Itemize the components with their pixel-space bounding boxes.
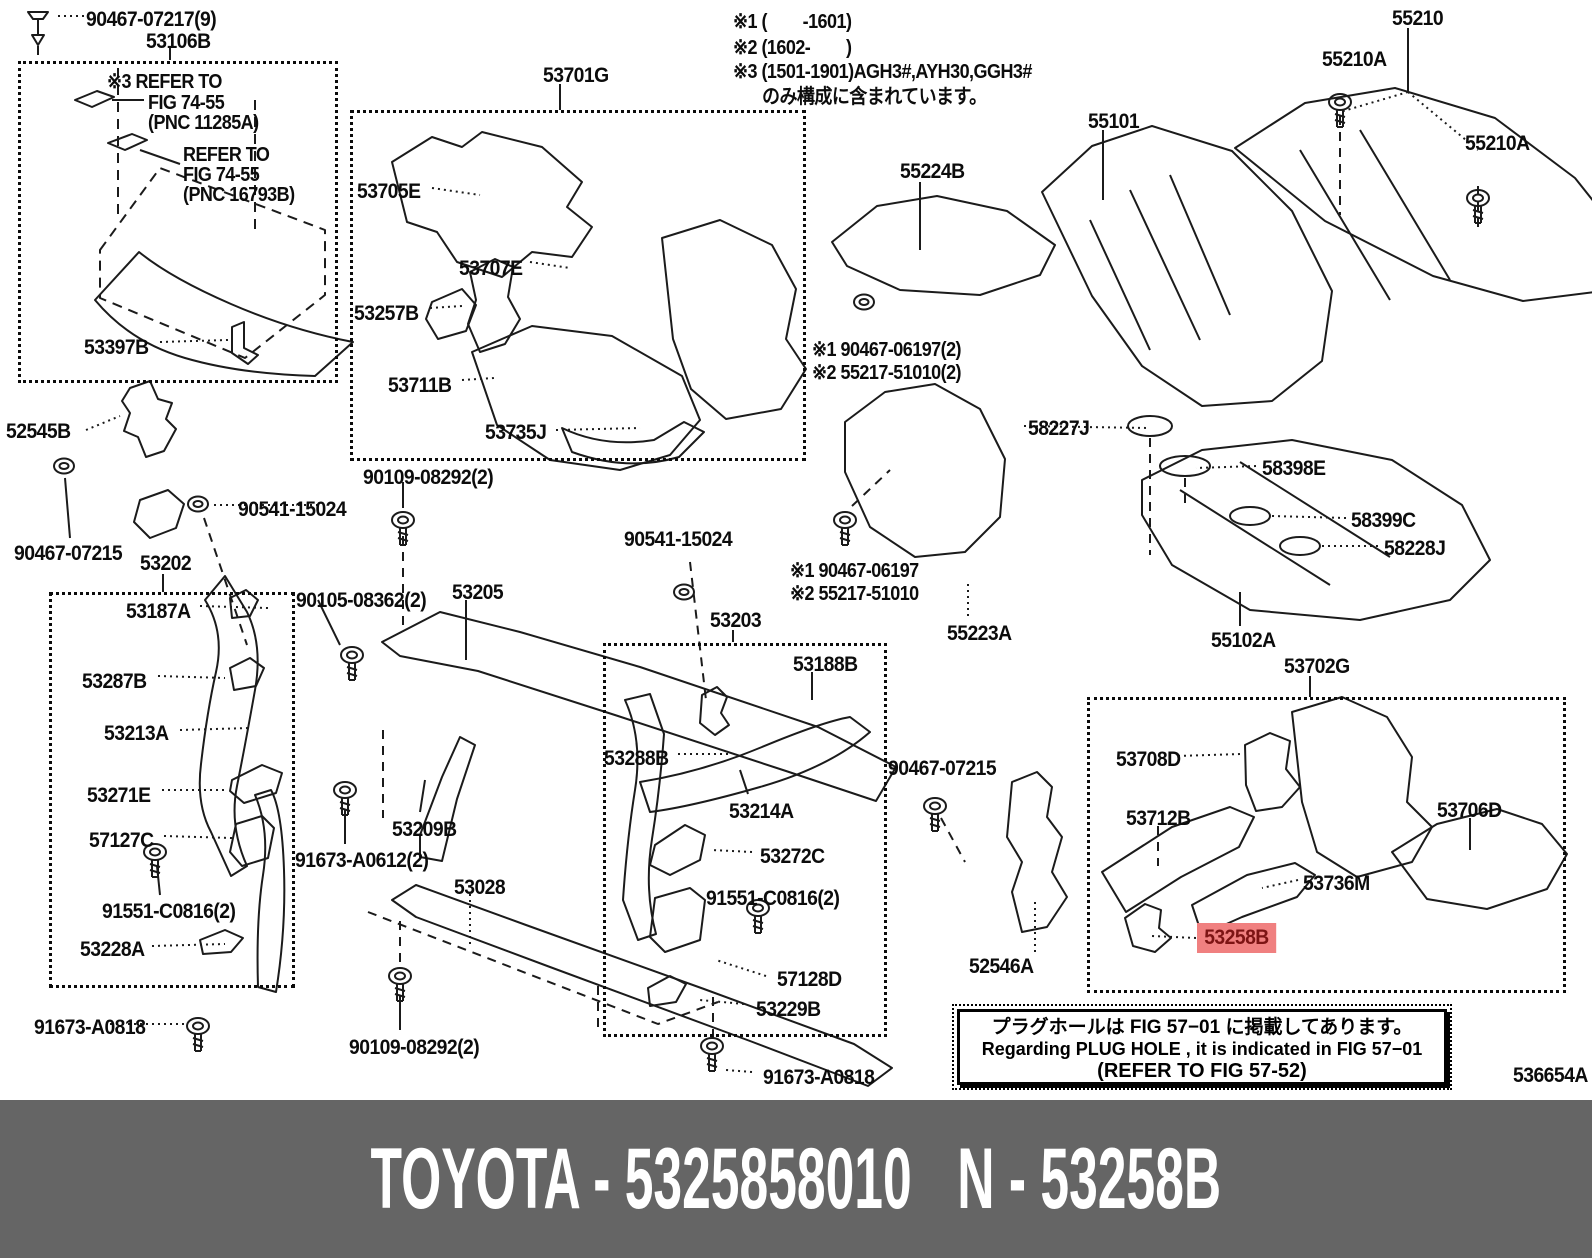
part-label: 53202	[140, 551, 192, 575]
footer-ref-code: N - 53258B	[957, 1130, 1222, 1227]
part-label: 53205	[452, 580, 504, 604]
part-label: 53028	[454, 875, 506, 899]
part-label: 53702G	[1284, 654, 1350, 678]
part-label: 53228A	[80, 937, 145, 961]
part-label: 53257B	[354, 301, 419, 325]
part-label: 52546A	[969, 954, 1034, 978]
part-label: 53188B	[793, 652, 858, 676]
part-label: 53705E	[357, 179, 421, 203]
part-label: 53288B	[604, 746, 669, 770]
part-label: 90467-07215	[888, 756, 997, 780]
part-label: 53701G	[543, 63, 609, 87]
plug-note-jp: プラグホールは FIG 57−01 に掲載してあります。	[991, 1016, 1413, 1038]
note-label: ※2 (1602- )	[733, 37, 852, 59]
note-label: (PNC 16793B)	[183, 184, 295, 206]
sketch-radiator-support	[74, 68, 354, 377]
part-label: 52545B	[6, 419, 71, 443]
part-label: 53271E	[87, 783, 151, 807]
part-label: 55102A	[1211, 628, 1276, 652]
sketch-dash-panel-and-cowl	[831, 87, 1592, 621]
part-label: 55101	[1088, 109, 1140, 133]
callout-lines	[64, 28, 1471, 1030]
note-label: ※3 REFER TO	[107, 71, 222, 93]
part-label: 53708D	[1116, 747, 1181, 771]
note-label: ※1 90467-06197(2)	[812, 339, 962, 361]
part-label: 53272C	[760, 844, 825, 868]
part-label: 91673-A0818	[34, 1015, 146, 1039]
plug-hole-note-inner: プラグホールは FIG 57−01 に掲載してあります。 Regarding P…	[957, 1009, 1447, 1085]
part-label: 53735J	[485, 420, 547, 444]
plug-note-ref: (REFER TO FIG 57-52)	[1097, 1059, 1307, 1082]
note-label: ※1 ( -1601)	[733, 11, 852, 33]
part-label: 53229B	[756, 997, 821, 1021]
part-label: 53707E	[459, 256, 523, 280]
part-label: 57127C	[89, 828, 154, 852]
part-label: 91673-A0612(2)	[295, 848, 429, 872]
part-label: 58399C	[1351, 508, 1416, 532]
part-label: 90105-08362(2)	[296, 588, 427, 612]
group-box-53701G	[350, 110, 806, 461]
note-label: FIG 74-55	[148, 92, 225, 114]
part-label: 53106B	[146, 29, 211, 53]
plug-note-en: Regarding PLUG HOLE , it is indicated in…	[981, 1038, 1423, 1059]
part-label: 53736M	[1303, 871, 1370, 895]
part-label: 91551-C0816(2)	[706, 886, 840, 910]
part-label: 91673-A0818	[763, 1065, 875, 1089]
part-label: 55210A	[1465, 131, 1530, 155]
part-label: 53712B	[1126, 806, 1191, 830]
sketch-brace	[1006, 771, 1068, 933]
part-label: 90467-07217(9)	[86, 7, 217, 31]
note-label: REFER TO	[183, 144, 270, 166]
part-label: 53287B	[82, 669, 147, 693]
part-label: 58228J	[1384, 536, 1446, 560]
part-label: 55223A	[947, 621, 1012, 645]
part-label: 55210	[1392, 6, 1444, 30]
part-label: 90109-08292(2)	[363, 465, 494, 489]
part-label: 53213A	[104, 721, 169, 745]
note-label: ※3 (1501-1901)AGH3#,AYH30,GGH3#	[733, 61, 1032, 83]
part-label-highlighted: 53258B	[1197, 923, 1276, 953]
part-label: 90467-07215	[14, 541, 123, 565]
part-label: 53706D	[1437, 798, 1502, 822]
part-label: 58227J	[1028, 416, 1090, 440]
part-label: 58398E	[1262, 456, 1326, 480]
plug-hole-note: プラグホールは FIG 57−01 に掲載してあります。 Regarding P…	[952, 1004, 1452, 1090]
construction-lines	[37, 46, 1479, 1038]
part-label: 90541-15024	[238, 497, 347, 521]
part-label: 53209B	[392, 817, 457, 841]
part-label: 55210A	[1322, 47, 1387, 71]
part-label: 90541-15024	[624, 527, 733, 551]
footer-bar: TOYOTA - 5325858010 N - 53258B	[0, 1100, 1592, 1258]
part-label: 90109-08292(2)	[349, 1035, 480, 1059]
leader-lines	[58, 15, 1479, 1073]
footer-brand-part-number: TOYOTA - 5325858010	[370, 1130, 912, 1227]
note-label: ※1 90467-06197	[790, 560, 919, 582]
part-label: 57128D	[777, 967, 842, 991]
note-label: FIG 74-55	[183, 164, 260, 186]
part-label: 53397B	[84, 335, 149, 359]
group-box-53106B	[18, 61, 338, 383]
note-label: (PNC 11285A)	[148, 112, 259, 134]
part-label: 53214A	[729, 799, 794, 823]
part-label: 53203	[710, 608, 762, 632]
group-box-53702G	[1087, 697, 1566, 993]
footer-text: TOYOTA - 5325858010 N - 53258B	[371, 1130, 1222, 1229]
group-box-53203	[603, 643, 887, 1037]
part-label: 536654A	[1513, 1063, 1588, 1087]
note-label: ※2 55217-51010	[790, 583, 919, 605]
group-box-53202	[49, 592, 295, 988]
part-label: 53187A	[126, 599, 191, 623]
part-label: 55224B	[900, 159, 965, 183]
parts-sketch-layer	[27, 11, 1592, 1087]
note-label: のみ構成に含まれています。	[762, 86, 987, 108]
part-label: 53711B	[388, 373, 452, 397]
sketch-support-rh-parts	[622, 686, 871, 1007]
note-label: ※2 55217-51010(2)	[812, 362, 962, 384]
part-label: 91551-C0816(2)	[102, 899, 236, 923]
